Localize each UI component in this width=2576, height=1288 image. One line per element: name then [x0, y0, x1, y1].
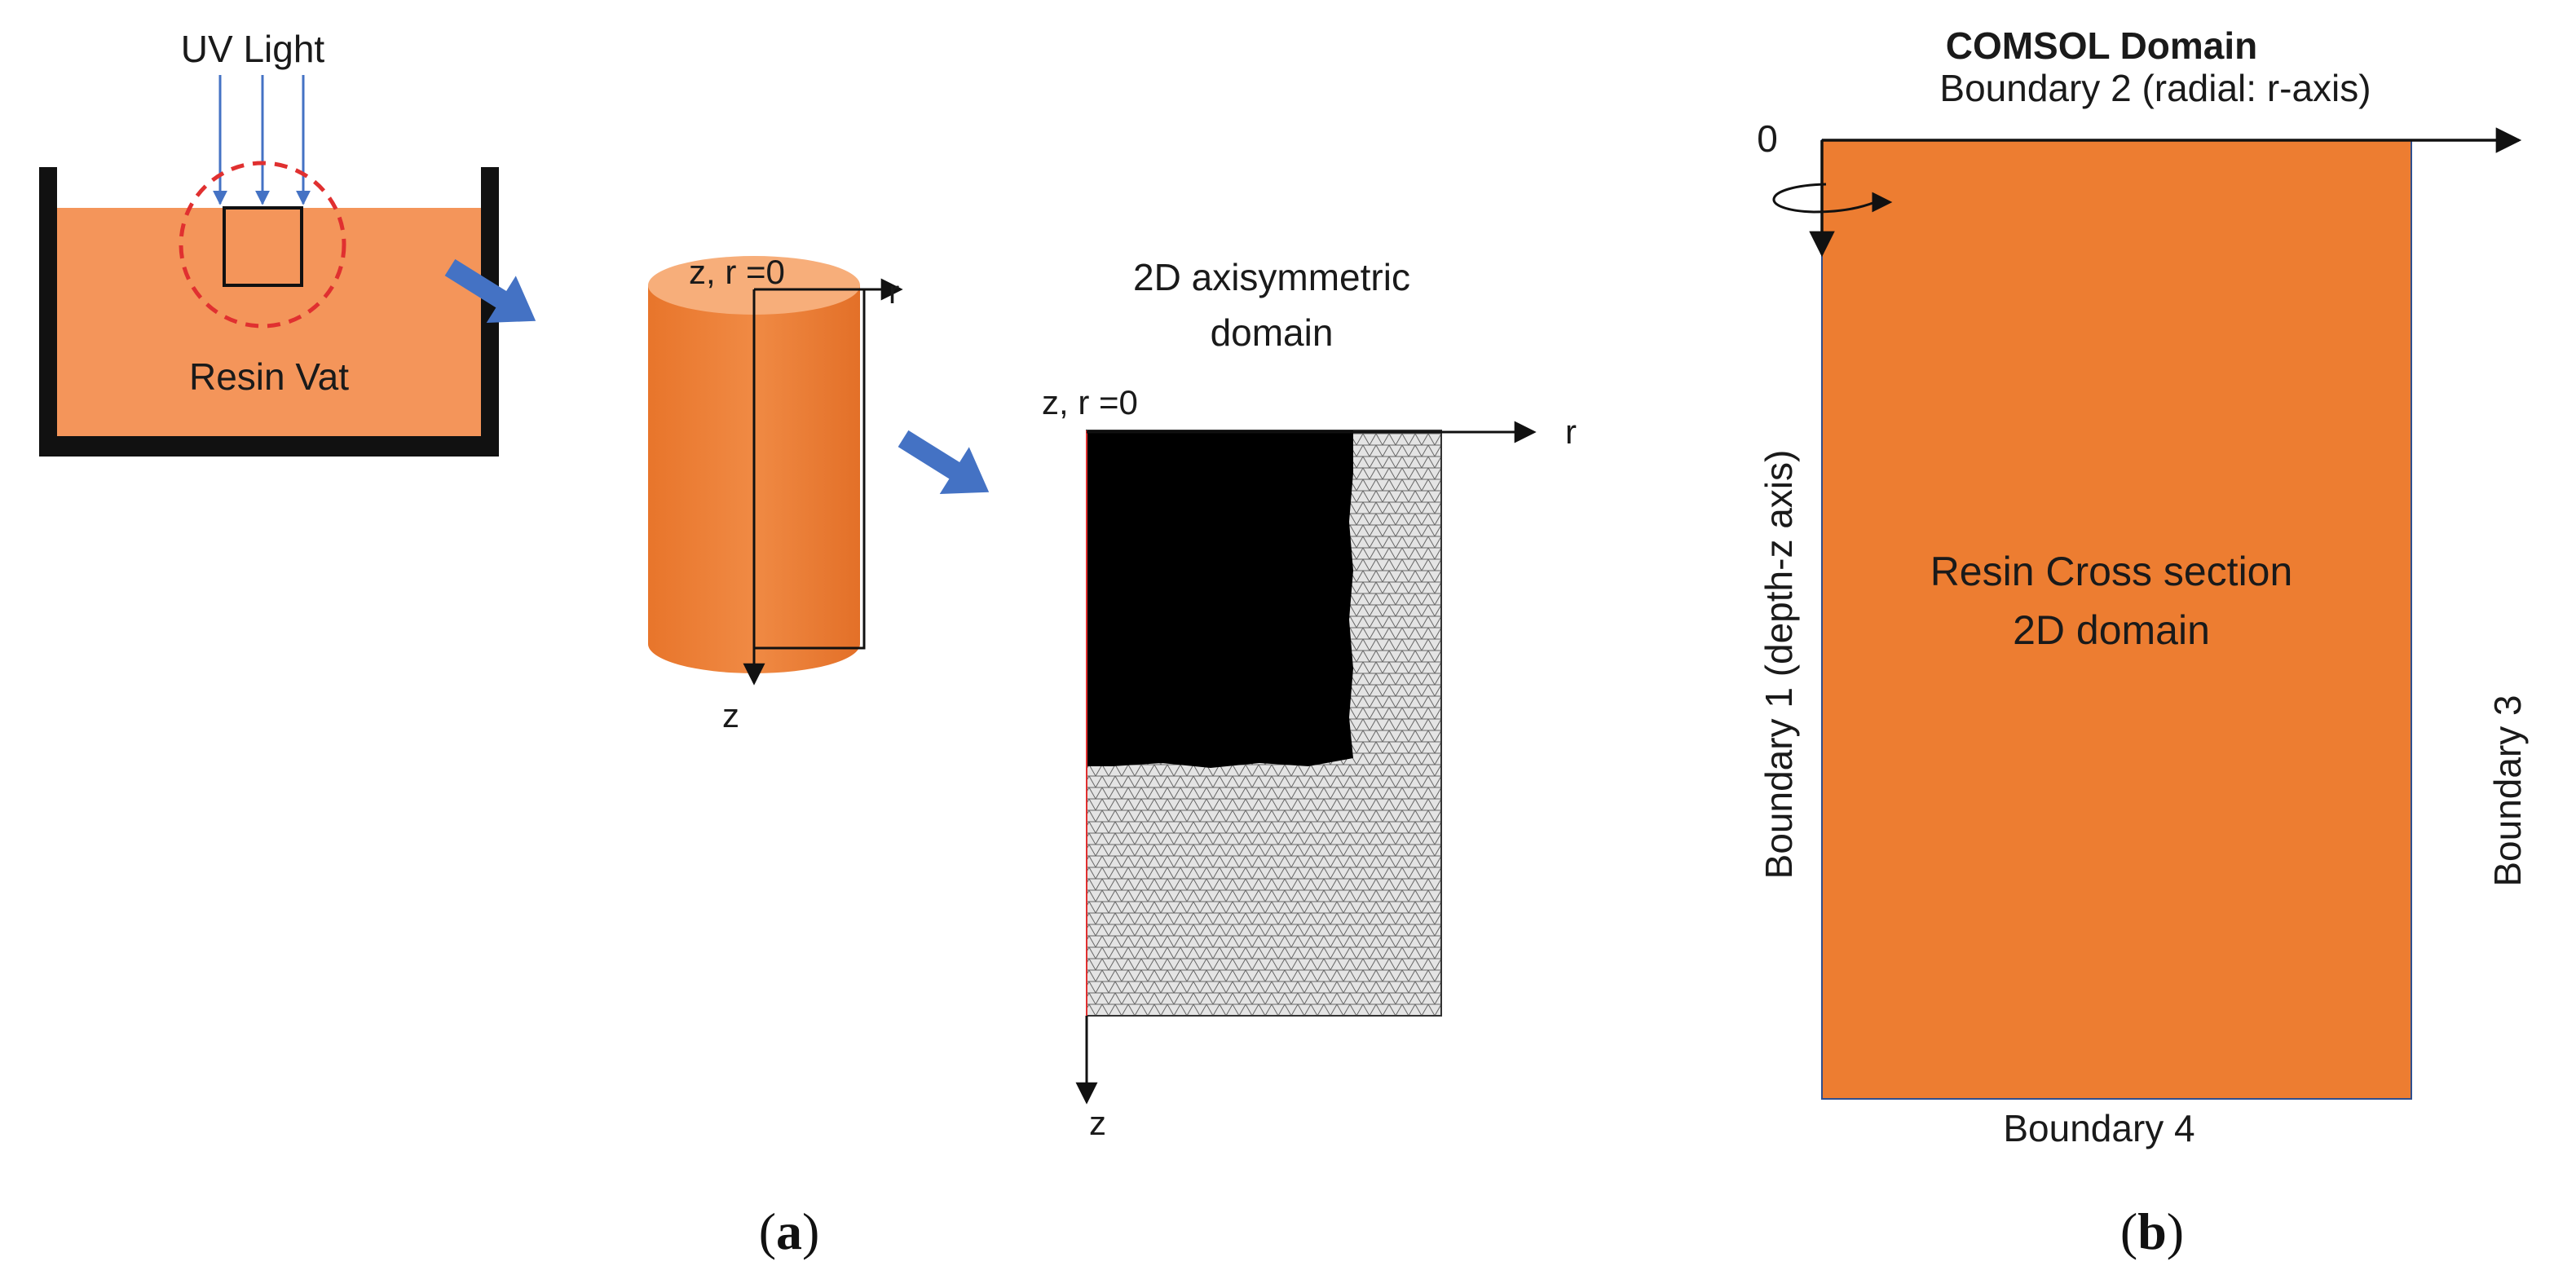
caption-a: (a) [759, 1202, 820, 1260]
domain-label-line1: Resin Cross section [1930, 549, 2293, 594]
cylinder-origin-label: z, r =0 [689, 253, 785, 291]
mesh-r-label: r [1565, 412, 1577, 451]
resin-vat: Resin Vat [39, 161, 499, 457]
comsol-title: COMSOL Domain [1946, 24, 2258, 67]
caption-a-open: ( [759, 1202, 776, 1260]
mesh-domain: 2D axisymmetric domain z, r =0 r z [1042, 256, 1577, 1142]
cylinder-section-outline [754, 289, 866, 650]
flow-arrow-2-icon [898, 430, 990, 495]
uv-rays-icon [213, 75, 311, 205]
origin-label: 0 [1757, 117, 1778, 160]
cylinder-r-label: r [889, 275, 899, 311]
resin-cylinder: z, r =0 r z [648, 253, 903, 734]
mesh-fine-region [1087, 430, 1353, 768]
flow-arrow-1-icon [444, 258, 536, 324]
caption-a-close: ) [802, 1202, 819, 1260]
cylinder-top [648, 256, 860, 315]
caption-b-open: ( [2120, 1202, 2137, 1260]
resin-vat-label: Resin Vat [189, 355, 349, 398]
cylinder-z-label: z [722, 696, 739, 734]
panel-b: COMSOL Domain Boundary 2 (radial: r-axis… [1757, 24, 2529, 1260]
mesh-title-line1: 2D axisymmetric [1133, 256, 1410, 298]
panel-a: UV Light Resin Vat z, r =0 [39, 28, 1577, 1260]
domain-label-line2: 2D domain [2013, 607, 2210, 653]
mesh-origin-label: z, r =0 [1042, 383, 1138, 421]
print-square [223, 206, 303, 287]
rotation-icon [1772, 183, 1893, 214]
uv-light-label: UV Light [181, 28, 325, 70]
caption-b: (b) [2120, 1202, 2184, 1260]
caption-b-close: ) [2167, 1202, 2184, 1260]
mesh-z-label: z [1089, 1104, 1106, 1142]
boundary-4-label: Boundary 4 [2003, 1107, 2194, 1149]
boundary-1-label: Boundary 1 (depth-z axis) [1758, 450, 1800, 880]
dashed-highlight-circle [179, 161, 346, 329]
boundary-2-label: Boundary 2 (radial: r-axis) [1939, 67, 2371, 109]
caption-b-letter: b [2137, 1202, 2167, 1260]
caption-a-letter: a [776, 1202, 802, 1260]
resin-cross-section [1821, 139, 2412, 1100]
mesh-title-line2: domain [1211, 311, 1334, 354]
boundary-3-label: Boundary 3 [2486, 695, 2529, 886]
